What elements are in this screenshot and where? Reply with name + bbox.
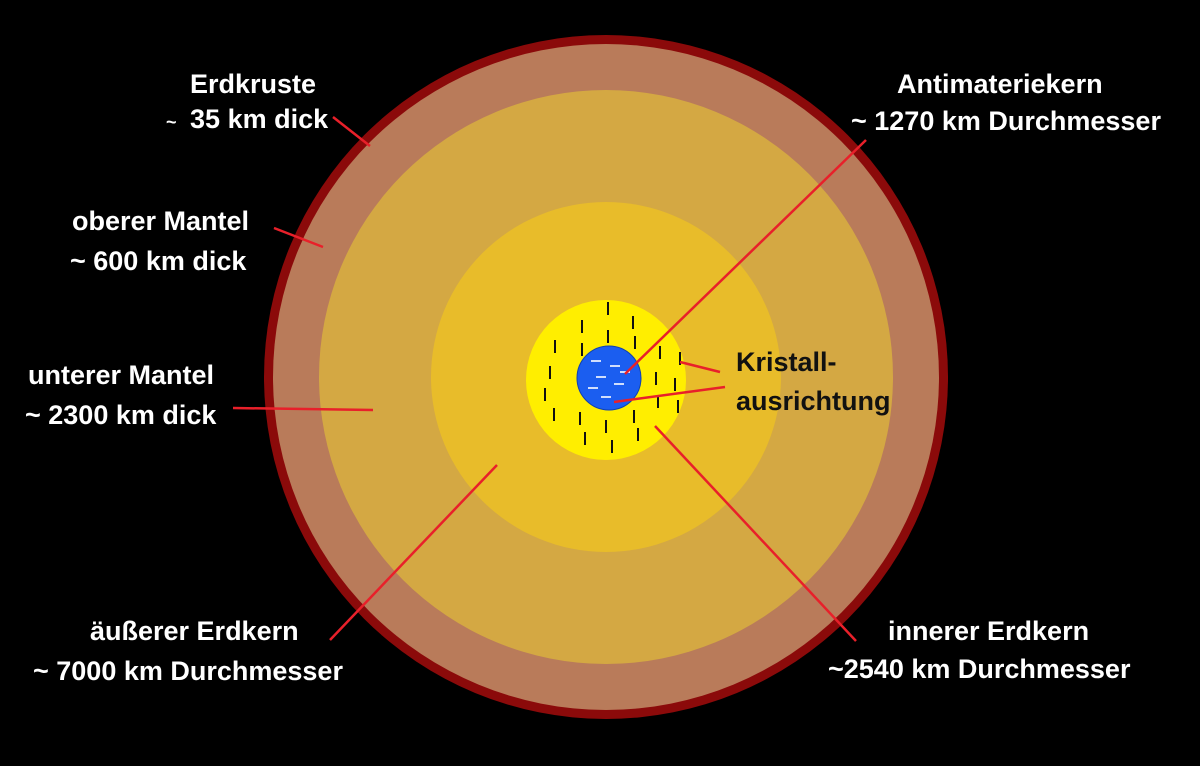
antimatter-core-name-label: Antimateriekern: [897, 69, 1103, 99]
lower-mantle-name-label: unterer Mantel: [28, 360, 214, 390]
antimatter-core-size-label: ~ 1270 km Durchmesser: [851, 106, 1161, 136]
inner-core-size-label: ~2540 km Durchmesser: [828, 654, 1131, 684]
leader-line-crystal-2: [613, 385, 726, 404]
outer-core-size-label: ~ 7000 km Durchmesser: [33, 656, 343, 686]
leader-line-crust: [332, 116, 371, 147]
leader-line-outer-core: [329, 464, 498, 641]
lower-mantle-size-label: ~ 2300 km dick: [25, 400, 217, 430]
crystal-label-line1: Kristall-: [736, 347, 837, 377]
crystal-alignment-marks: [544, 302, 681, 453]
crust-tilde: ~: [166, 112, 177, 132]
leader-line-inner-core: [654, 425, 857, 642]
leader-line-upper-mantle: [273, 226, 324, 249]
leader-line-crystal-1: [679, 360, 721, 374]
antimatter-core: [576, 345, 642, 411]
crust-size-value: 35 km dick: [190, 104, 329, 134]
leader-lines: [232, 116, 867, 642]
upper-mantle-size-label: ~ 600 km dick: [70, 246, 247, 276]
crust-name-label: Erdkruste: [190, 69, 316, 99]
upper-mantle-name-label: oberer Mantel: [72, 206, 249, 236]
leader-line-lower-mantle: [232, 406, 374, 412]
outer-core-name-label: äußerer Erdkern: [90, 616, 299, 646]
crust-size-label: ~ 35 km dick: [166, 104, 329, 134]
leader-line-antimatter: [624, 139, 867, 375]
inner-core-name-label: innerer Erdkern: [888, 616, 1089, 646]
crystal-label-line2: ausrichtung: [736, 386, 891, 416]
